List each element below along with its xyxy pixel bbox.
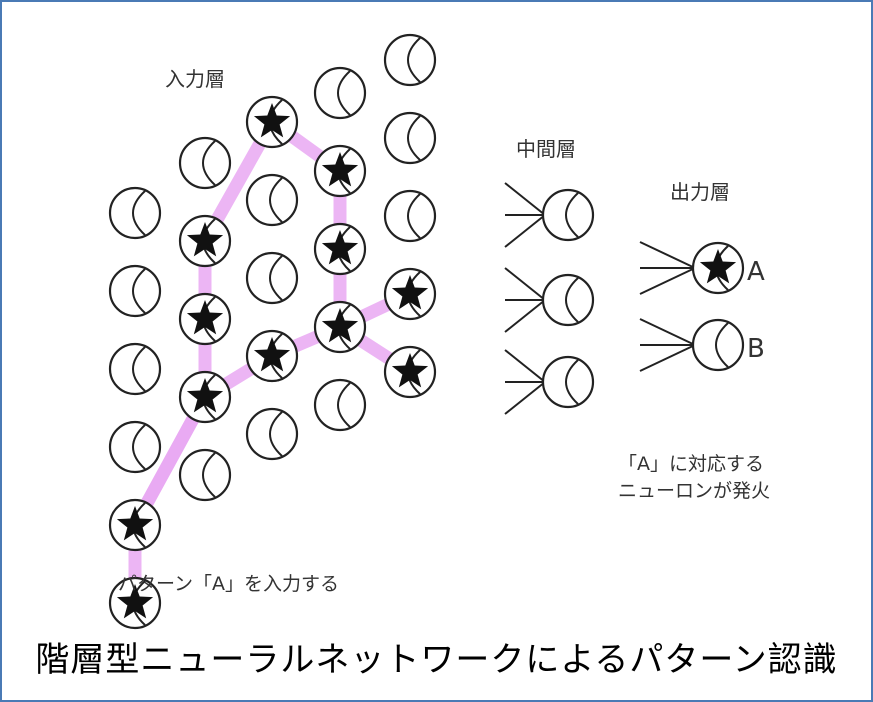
input-neuron (108, 420, 162, 474)
connection-line (504, 349, 546, 383)
connection-line (504, 267, 546, 301)
input-neuron (313, 378, 367, 432)
input-neuron-active (108, 576, 162, 630)
input-neuron (245, 173, 299, 227)
input-neuron-active (178, 214, 232, 268)
input-neuron (313, 66, 367, 120)
input-neuron (245, 251, 299, 305)
input-neuron-active (178, 292, 232, 346)
input-neuron-active (383, 267, 437, 321)
input-neuron-active (245, 329, 299, 383)
connection-line (504, 299, 546, 333)
hidden-neuron (541, 355, 595, 409)
connection-line (639, 267, 696, 295)
input-neuron (383, 111, 437, 165)
output-layer-label: 出力層 (670, 180, 730, 204)
hidden-neuron (541, 188, 595, 242)
connection-line (639, 344, 696, 372)
figure-caption: 階層型ニューラルネットワークによるパターン認識 (35, 640, 838, 680)
input-neuron-active (313, 222, 367, 276)
hidden-neuron (541, 273, 595, 327)
connection-line (639, 318, 696, 346)
hidden-layer-label: 中間層 (516, 137, 576, 161)
input-neuron-active (178, 370, 232, 424)
input-neuron (383, 33, 437, 87)
input-neuron (108, 342, 162, 396)
connection-line (504, 214, 546, 248)
output-neuron-a (691, 241, 745, 295)
output-neuron-b (691, 318, 745, 372)
input-layer-label: 入力層 (165, 67, 225, 91)
output-label-b: B (747, 334, 765, 364)
input-neuron-active (313, 300, 367, 354)
firing-note-line1: 「A」に対応する (618, 453, 764, 475)
input-pattern-note: パターン「A」を入力する (118, 573, 339, 595)
input-neuron (245, 407, 299, 461)
input-neuron-active (313, 144, 367, 198)
connection-lines (504, 182, 696, 415)
input-neuron-active (383, 345, 437, 399)
input-neuron-active (245, 95, 299, 149)
connection-line (504, 182, 546, 216)
input-neuron (383, 189, 437, 243)
firing-note-line2: ニューロンが発火 (618, 480, 770, 502)
neurons (108, 33, 745, 630)
input-neuron-active (108, 498, 162, 552)
connection-line (504, 381, 546, 415)
input-neuron (178, 136, 232, 190)
input-neuron (178, 448, 232, 502)
output-label-a: A (747, 257, 765, 287)
input-neuron (108, 264, 162, 318)
input-neuron (108, 186, 162, 240)
connection-line (639, 241, 696, 269)
